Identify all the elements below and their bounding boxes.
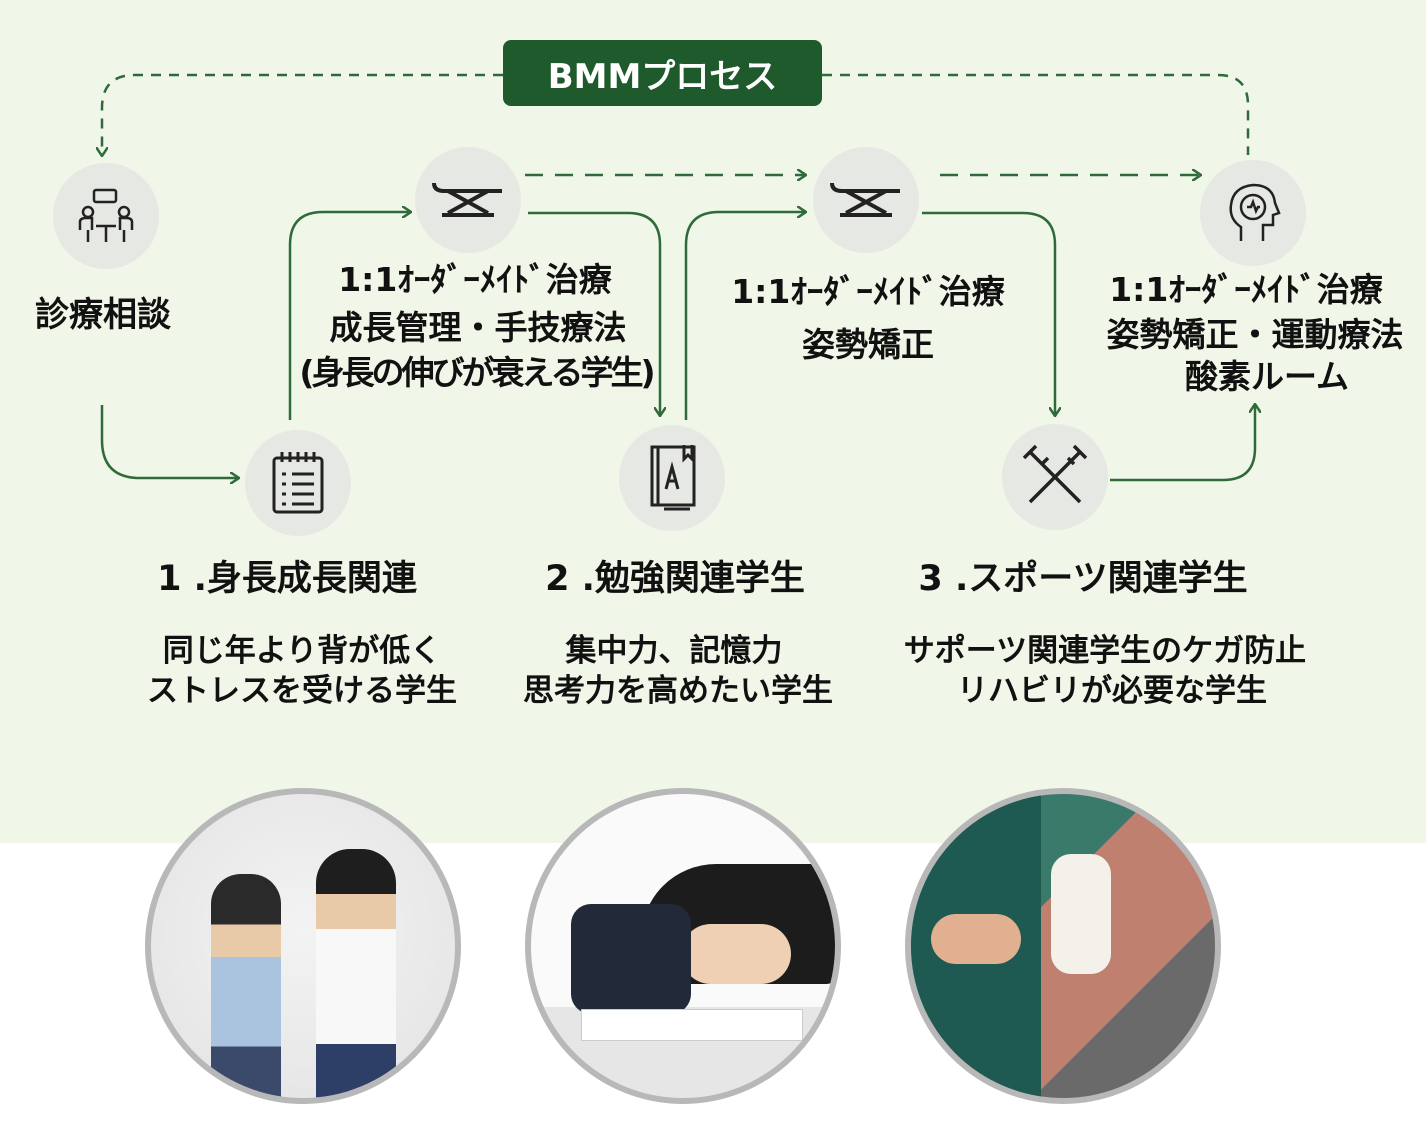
arrow-sports-to-treatment3 xyxy=(1110,405,1255,482)
treatment-3-line-2: 姿勢矯正・運動療法 xyxy=(1106,315,1404,354)
arrow-consult-to-height xyxy=(100,405,238,478)
treatment-2-line-2: 姿勢矯正 xyxy=(802,325,934,364)
category-2-desc-1: 集中力、記憶力 xyxy=(565,633,783,669)
consultation-icon xyxy=(53,163,159,269)
arrow-treatment1-to-study xyxy=(528,211,660,415)
category-3-desc-2: リハビリが必要な学生 xyxy=(957,673,1267,709)
category-3-desc-1: サポーツ関連学生のケガ防止 xyxy=(903,633,1307,669)
category-1-desc-2: ストレスを受ける学生 xyxy=(147,673,457,709)
crutches-icon xyxy=(1002,424,1108,530)
arrow-height-to-treatment1 xyxy=(288,212,410,420)
arrow-study-to-treatment2 xyxy=(684,212,805,420)
photo-sports-injury xyxy=(905,788,1221,1104)
loop-dashed-left xyxy=(102,73,503,155)
category-1-heading: 1 .身長成長関連 xyxy=(157,559,417,599)
arrow-treatment2-to-sports xyxy=(922,211,1055,415)
notepad-icon xyxy=(245,430,351,536)
diagram-background xyxy=(0,0,1426,843)
loop-dashed-right xyxy=(822,73,1250,155)
consultation-label: 診療相談 xyxy=(35,295,171,335)
treatment-1-line-2: 成長管理・手技療法 xyxy=(329,308,627,347)
treatment-bed-icon xyxy=(415,147,521,253)
photo-student-sleeping xyxy=(525,788,841,1104)
bmm-process-title: BMMプロセス xyxy=(503,40,822,106)
book-icon xyxy=(619,425,725,531)
category-3-heading: 3 .スポーツ関連学生 xyxy=(918,559,1248,599)
treatment-1-line-1: 1:1ｵｰﾀﾞｰﾒｲﾄﾞ治療 xyxy=(338,260,612,299)
treatment-3-line-1: 1:1ｵｰﾀﾞｰﾒｲﾄﾞ治療 xyxy=(1109,270,1383,309)
category-1-desc-1: 同じ年より背が低く xyxy=(162,633,442,669)
category-2-heading: 2 .勉強関連学生 xyxy=(545,559,805,599)
photo-height-measurement xyxy=(145,788,461,1104)
category-2-desc-2: 思考力を高めたい学生 xyxy=(523,673,833,709)
mind-heart-head-icon xyxy=(1200,160,1306,266)
treatment-2-line-1: 1:1ｵｰﾀﾞｰﾒｲﾄﾞ治療 xyxy=(731,272,1005,311)
treatment-bed-icon xyxy=(813,147,919,253)
treatment-3-line-3: 酸素ルーム xyxy=(1184,357,1350,396)
flow-arrows xyxy=(0,73,1426,843)
treatment-1-line-3: (身長の伸びが衰える学生) xyxy=(299,353,655,392)
